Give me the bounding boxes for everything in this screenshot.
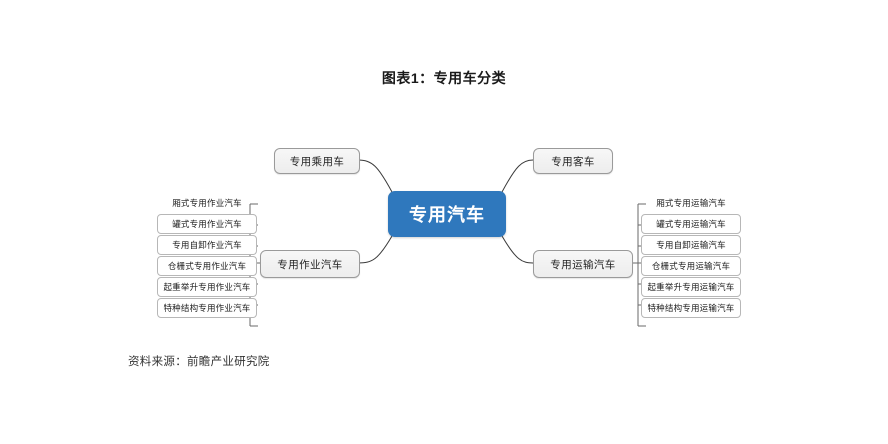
leaf-node[interactable]: 起重举升专用运输汽车 xyxy=(641,277,741,297)
connector-center-transport xyxy=(501,235,534,264)
connector-center-bus xyxy=(501,159,534,193)
leaf-node[interactable]: 厢式专用作业汽车 xyxy=(172,198,242,208)
branch-node-bus[interactable]: 专用客车 xyxy=(533,148,613,174)
leaf-node[interactable]: 罐式专用作业汽车 xyxy=(157,214,257,234)
leaf-node[interactable]: 专用自卸作业汽车 xyxy=(157,235,257,255)
branch-node-passenger[interactable]: 专用乘用车 xyxy=(274,148,360,174)
leaf-list-transport: 厢式专用运输汽车 罐式专用运输汽车 专用自卸运输汽车 仓栅式专用运输汽车 起重举… xyxy=(641,193,741,319)
source-note: 资料来源：前瞻产业研究院 xyxy=(128,356,270,368)
connector-center-operation xyxy=(357,235,393,264)
connector-center-passenger xyxy=(357,159,393,193)
branch-node-transport[interactable]: 专用运输汽车 xyxy=(533,250,633,278)
leaf-node[interactable]: 厢式专用运输汽车 xyxy=(656,198,726,208)
center-node[interactable]: 专用汽车 xyxy=(388,191,506,237)
page-title: 图表1：专用车分类 xyxy=(381,70,507,86)
mindmap-diagram: 专用汽车 专用乘用车 专用客车 专用作业汽车 专用运输汽车 厢式专用作业汽车 罐… xyxy=(0,110,888,340)
leaf-list-operation: 厢式专用作业汽车 罐式专用作业汽车 专用自卸作业汽车 仓栅式专用作业汽车 起重举… xyxy=(157,193,257,319)
leaf-node[interactable]: 特种结构专用作业汽车 xyxy=(157,298,257,318)
leaf-node[interactable]: 罐式专用运输汽车 xyxy=(641,214,741,234)
branch-node-operation[interactable]: 专用作业汽车 xyxy=(260,250,360,278)
leaf-node[interactable]: 仓栅式专用作业汽车 xyxy=(157,256,257,276)
leaf-node[interactable]: 特种结构专用运输汽车 xyxy=(641,298,741,318)
leaf-node[interactable]: 起重举升专用作业汽车 xyxy=(157,277,257,297)
leaf-node[interactable]: 专用自卸运输汽车 xyxy=(641,235,741,255)
leaf-node[interactable]: 仓栅式专用运输汽车 xyxy=(641,256,741,276)
